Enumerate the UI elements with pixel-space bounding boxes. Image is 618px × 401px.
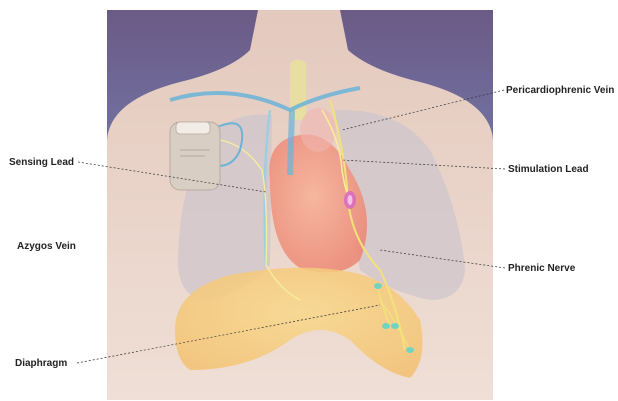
stimulation-electrode <box>344 191 356 209</box>
aorta <box>300 108 336 152</box>
label-phrenic-nerve: Phrenic Nerve <box>508 263 576 274</box>
label-stimulation-lead: Stimulation Lead <box>508 164 589 175</box>
label-diaphragm: Diaphragm <box>15 358 67 369</box>
label-sensing-lead: Sensing Lead <box>9 157 74 168</box>
label-azygos-vein: Azygos Vein <box>17 241 76 252</box>
superior-vena-cava <box>290 110 292 175</box>
implanted-stimulator-device-icon <box>170 122 220 190</box>
label-pericardiophrenic-vein: Pericardiophrenic Vein <box>506 85 614 96</box>
